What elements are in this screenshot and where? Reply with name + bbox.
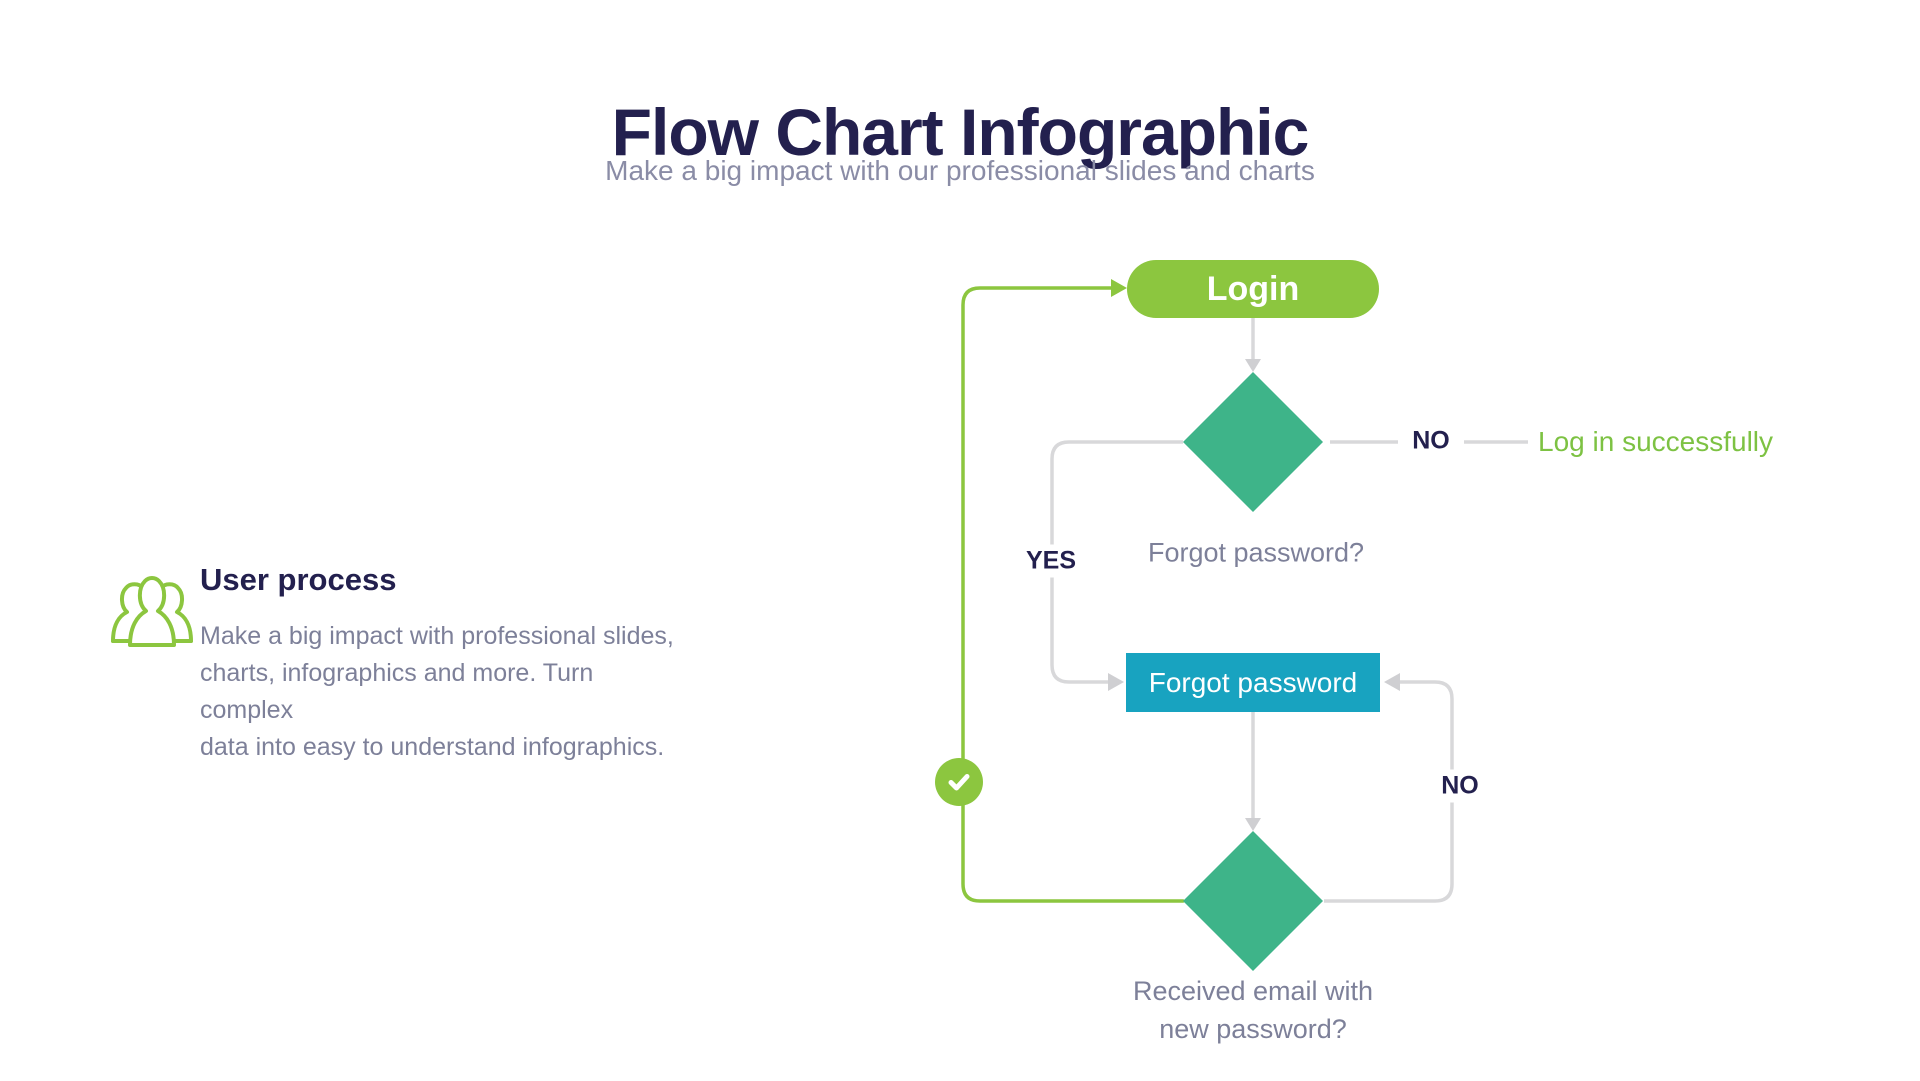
decision2-question-line1: Received email with: [1132, 976, 1374, 1006]
login-node-label: Login: [1206, 269, 1300, 308]
page-title: Flow Chart Infographic: [611, 95, 1310, 170]
login-node: Login: [1127, 260, 1379, 318]
feature-heading: User process: [200, 562, 397, 597]
arrowhead-down-decision2-icon: [1245, 818, 1261, 831]
success-check-badge: [935, 758, 983, 806]
feature-description: Make a big impact with professional slid…: [200, 622, 674, 761]
decision2-question-line2: new password?: [1159, 1014, 1347, 1044]
arrowhead-down-decision1-icon: [1245, 359, 1261, 372]
forgot-password-node-label: Forgot password: [1148, 666, 1358, 698]
decision1-question-label: Forgot password?: [1147, 537, 1365, 568]
decision2-diamond: [1183, 831, 1323, 971]
forgot-password-node: Forgot password: [1126, 653, 1380, 712]
arrowhead-into-rect-right-icon: [1384, 673, 1400, 691]
decision1-no-label: NO: [1412, 426, 1450, 455]
arrowhead-into-login-icon: [1111, 279, 1127, 297]
arrowhead-into-rect-left-icon: [1108, 673, 1124, 691]
decision1-diamond: [1183, 372, 1323, 512]
page-subtitle: Make a big impact with our professional …: [605, 155, 1315, 186]
checkmark-icon: [948, 774, 970, 791]
no-loop-line: [1324, 680, 1454, 903]
users-group-icon: [111, 576, 193, 647]
success-loop-line: [961, 286, 1185, 903]
decision2-no-label: NO: [1435, 769, 1485, 803]
decision2-question-label: Received email with new password?: [1133, 972, 1373, 1048]
decision1-yes-label: YES: [1019, 544, 1083, 578]
login-success-label: Log in successfully: [1538, 426, 1774, 457]
